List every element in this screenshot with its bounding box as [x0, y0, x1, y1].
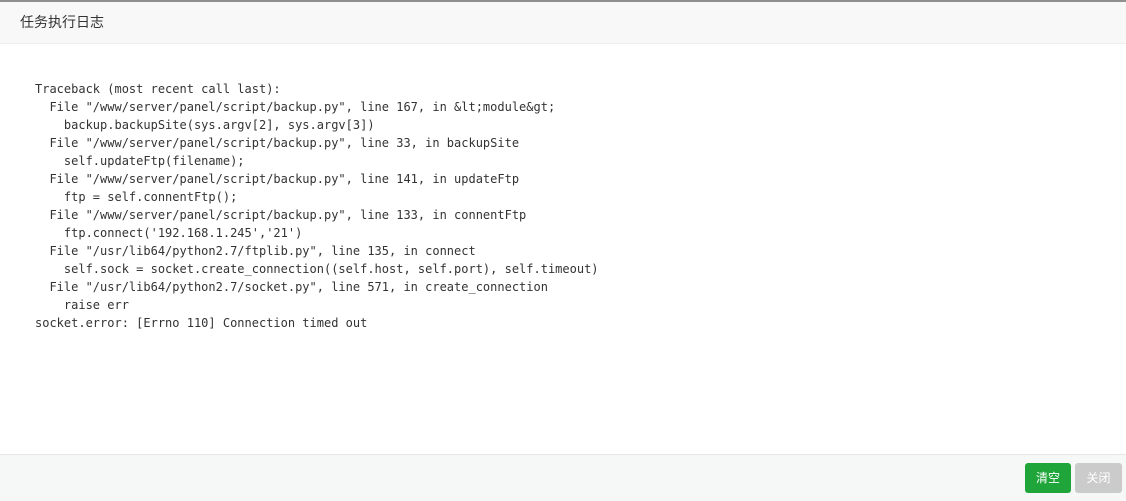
dialog-title: 任务执行日志 — [20, 15, 104, 31]
dialog-footer: 清空 关闭 — [0, 454, 1126, 501]
log-output: Traceback (most recent call last): File … — [35, 82, 599, 330]
dialog-header: 任务执行日志 — [0, 2, 1126, 44]
clear-button[interactable]: 清空 — [1025, 463, 1071, 493]
dialog-body: Traceback (most recent call last): File … — [0, 44, 1126, 454]
close-button[interactable]: 关闭 — [1075, 463, 1122, 493]
